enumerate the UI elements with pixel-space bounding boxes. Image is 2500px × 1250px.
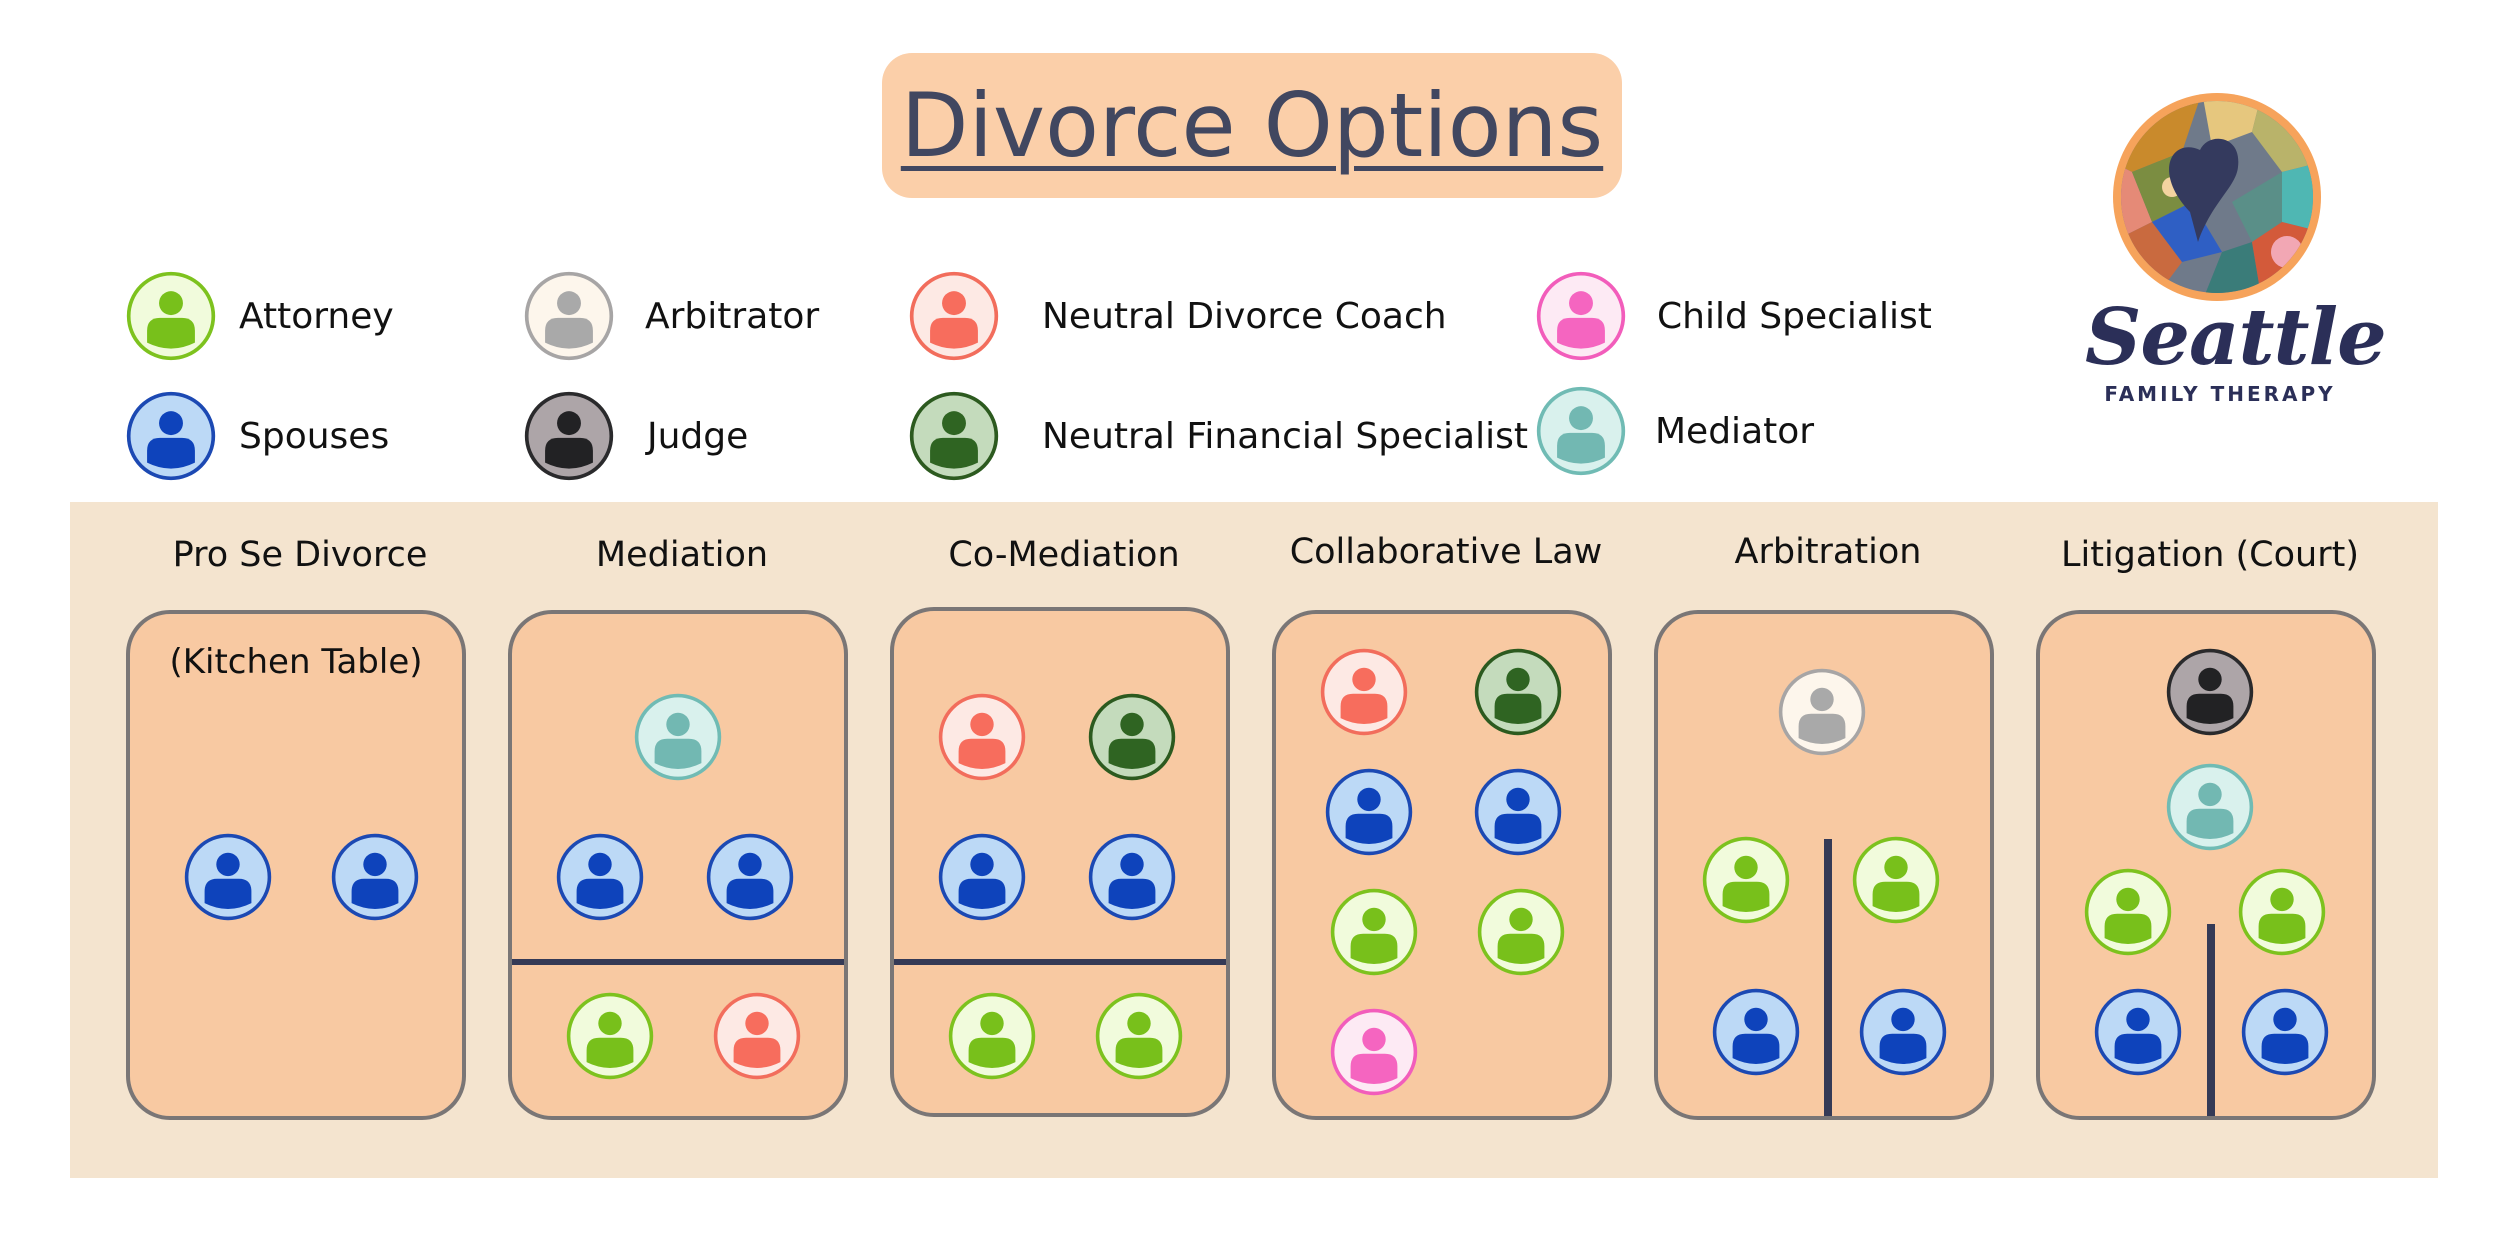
coach-icon — [1319, 647, 1409, 737]
legend-label: Neutral Divorce Coach — [1042, 295, 1447, 337]
divider-line — [512, 959, 844, 965]
card-mediation — [508, 610, 848, 1120]
coach-icon — [712, 991, 802, 1081]
attorney-icon — [2237, 867, 2327, 957]
divider-line — [1824, 839, 1832, 1116]
mediator-icon — [633, 692, 723, 782]
legend-item-judge: Judge — [523, 390, 748, 482]
card-subtitle: (Kitchen Table) — [169, 642, 423, 682]
spouse-icon — [2240, 987, 2330, 1077]
spouse-icon — [1858, 987, 1948, 1077]
logo-subtitle: FAMILY THERAPY — [2104, 382, 2336, 406]
attorney-icon — [1094, 991, 1184, 1081]
child-specialist-icon — [1535, 270, 1627, 362]
column-title-litigation: Litigation (Court) — [2061, 535, 2359, 575]
coach-icon — [937, 692, 1027, 782]
mediator-icon — [2165, 762, 2255, 852]
logo-wordmark: Seattle — [2085, 292, 2387, 383]
legend-label: Neutral Financial Specialist — [1042, 415, 1528, 457]
legend-label: Attorney — [239, 295, 394, 337]
divider-line — [2207, 924, 2215, 1116]
spouse-icon — [937, 832, 1027, 922]
legend-label: Child Specialist — [1657, 295, 1932, 337]
page-title: Divorce Options — [900, 74, 1604, 177]
title-banner: Divorce Options — [882, 53, 1622, 198]
column-title-collaborative-law: Collaborative Law — [1289, 532, 1603, 572]
legend-item-financial: Neutral Financial Specialist — [908, 390, 1528, 482]
attorney-icon — [947, 991, 1037, 1081]
attorney-icon — [1851, 835, 1941, 925]
child-specialist-icon — [1329, 1007, 1419, 1097]
card-co-mediation — [890, 607, 1230, 1117]
card-pro-se: (Kitchen Table) — [126, 610, 466, 1120]
mediator-icon — [1535, 385, 1627, 477]
arbitrator-icon — [1777, 667, 1867, 757]
legend-item-coach: Neutral Divorce Coach — [908, 270, 1447, 362]
attorney-icon — [125, 270, 217, 362]
spouses-icon — [125, 390, 217, 482]
column-title-mediation: Mediation — [595, 535, 769, 575]
spouse-icon — [330, 832, 420, 922]
financial-specialist-icon — [1087, 692, 1177, 782]
attorney-icon — [1329, 887, 1419, 977]
attorney-icon — [1701, 835, 1791, 925]
column-title-co-mediation: Co-Mediation — [948, 535, 1180, 575]
legend-item-child: Child Specialist — [1535, 270, 1932, 362]
column-title-pro-se: Pro Se Divorce — [172, 535, 428, 575]
spouse-icon — [1087, 832, 1177, 922]
divider-line — [894, 959, 1226, 965]
financial-specialist-icon — [1473, 647, 1563, 737]
legend-label: Mediator — [1655, 410, 1815, 452]
legend-item-spouses: Spouses — [125, 390, 389, 482]
coach-icon — [908, 270, 1000, 362]
legend-label: Arbitrator — [645, 295, 820, 337]
spouse-icon — [183, 832, 273, 922]
legend-item-arbitrator: Arbitrator — [523, 270, 819, 362]
seattle-family-therapy-logo: Seattle FAMILY THERAPY — [2085, 92, 2387, 412]
arbitrator-icon — [523, 270, 615, 362]
spouse-icon — [2093, 987, 2183, 1077]
logo-mosaic-icon — [2113, 93, 2321, 301]
attorney-icon — [1476, 887, 1566, 977]
column-title-arbitration: Arbitration — [1734, 532, 1922, 572]
judge-icon — [523, 390, 615, 482]
judge-icon — [2165, 647, 2255, 737]
legend-item-attorney: Attorney — [125, 270, 394, 362]
spouse-icon — [555, 832, 645, 922]
card-collaborative-law — [1272, 610, 1612, 1120]
spouse-icon — [1473, 767, 1563, 857]
attorney-icon — [2083, 867, 2173, 957]
spouse-icon — [1711, 987, 1801, 1077]
legend-item-mediator: Mediator — [1535, 385, 1814, 477]
card-arbitration — [1654, 610, 1994, 1120]
card-litigation — [2036, 610, 2376, 1120]
spouse-icon — [705, 832, 795, 922]
financial-specialist-icon — [908, 390, 1000, 482]
spouse-icon — [1324, 767, 1414, 857]
legend-label: Spouses — [239, 415, 390, 457]
attorney-icon — [565, 991, 655, 1081]
legend-label: Judge — [647, 415, 749, 457]
